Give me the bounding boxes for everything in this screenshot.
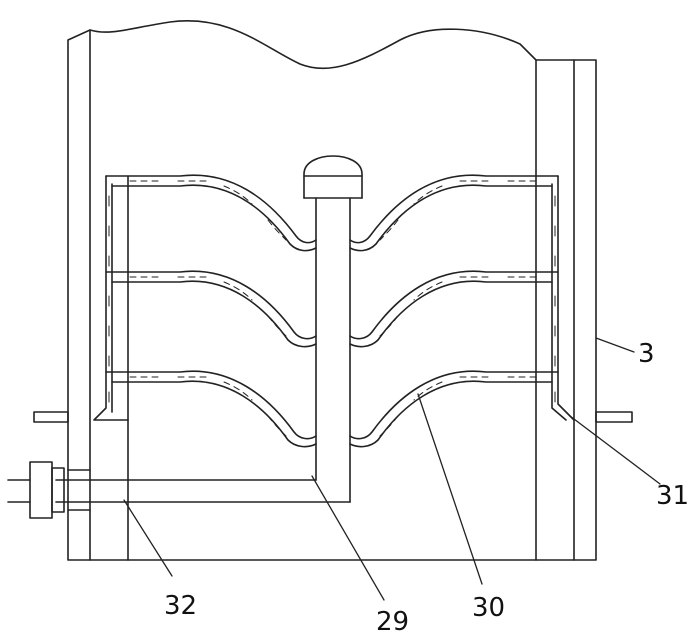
label-29: 29 [376,607,409,636]
inlet-flange [8,462,90,518]
support-lug-left [34,412,68,422]
inlet-pipe [56,480,350,502]
tank-body [68,21,596,560]
tray-right-tier-1 [350,175,558,250]
leader-29 [312,476,384,600]
left-channel [94,176,128,420]
dome-cap [304,156,362,198]
right-channel [552,176,574,420]
support-lug-right [596,412,632,422]
label-3: 3 [638,339,655,369]
central-riser-pipe [304,198,362,502]
label-32: 32 [164,591,197,621]
label-30: 30 [472,593,505,623]
label-31: 31 [656,481,689,511]
leader-30 [418,394,482,584]
leader-31 [570,416,660,484]
leader-32 [124,500,172,576]
tray-right-tier-3 [350,371,558,446]
tray-right-tier-2 [350,271,558,346]
leader-3 [596,338,634,352]
tray-left-tier-2 [106,271,316,346]
tray-left-tier-3 [106,371,316,446]
tray-left-tier-1 [106,175,316,250]
